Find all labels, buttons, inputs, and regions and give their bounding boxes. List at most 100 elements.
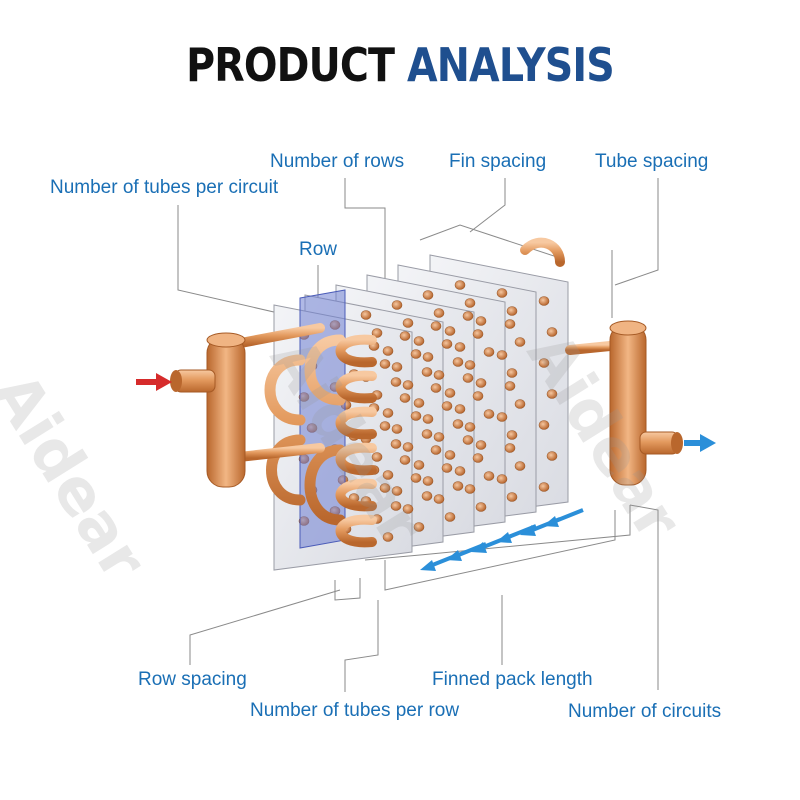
tube-hole: [402, 442, 414, 452]
tube-hole: [506, 306, 518, 316]
tube-hole: [413, 522, 425, 532]
label-row-spacing: Row spacing: [138, 669, 247, 690]
leader-lines: [177, 178, 659, 692]
leader-tubes-per-row: [344, 600, 379, 692]
dim-pack-length-bracket: [384, 510, 616, 591]
title-part2: ANALYSIS: [407, 38, 615, 92]
tube-hole: [390, 377, 402, 387]
left-header-cap: [206, 332, 246, 348]
tube-hole: [391, 486, 403, 496]
u-bend: [335, 370, 377, 404]
tube-hole: [514, 461, 526, 471]
label-tube-spacing: Tube spacing: [595, 151, 709, 172]
tube-hole: [483, 409, 495, 419]
tube-hole: [514, 337, 526, 347]
tube-hole: [430, 321, 442, 331]
leader-row-spacing: [189, 589, 341, 665]
tube-hole: [413, 398, 425, 408]
tube-hole: [430, 445, 442, 455]
blue-arrow-icon: [684, 434, 716, 452]
label-tubes-per-row: Number of tubes per row: [250, 700, 460, 721]
left-header-pipe: [206, 336, 246, 488]
tube-hole: [444, 326, 456, 336]
blue-arrow-icon: [520, 517, 561, 536]
tube-hole: [422, 352, 434, 362]
tube-hole: [430, 383, 442, 393]
tube-hole: [379, 483, 391, 493]
tube-hole: [444, 512, 456, 522]
tube-hole: [475, 316, 487, 326]
tube-hole: [390, 439, 402, 449]
tube-hole: [391, 300, 403, 310]
leader-number-of-circuits: [629, 504, 659, 690]
label-number-of-circuits: Number of circuits: [568, 701, 722, 722]
tube-hole: [382, 408, 394, 418]
tube-hole: [410, 349, 422, 359]
tube-hole: [391, 362, 403, 372]
tube-hole: [454, 404, 466, 414]
leader-tube-spacing: [614, 178, 659, 286]
page-title: PRODUCT ANALYSIS: [56, 38, 744, 92]
tube-hole: [413, 336, 425, 346]
tube-hole: [546, 327, 558, 337]
tube-hole: [475, 502, 487, 512]
tube-hole: [379, 421, 391, 431]
tube-hole: [444, 388, 456, 398]
tube-hole: [452, 419, 464, 429]
tube-hole: [472, 453, 484, 463]
tube-hole: [433, 370, 445, 380]
tube-hole: [422, 414, 434, 424]
tube-hole: [441, 339, 453, 349]
tube-hole: [514, 399, 526, 409]
right-header-assembly: [520, 237, 683, 486]
tube-hole: [472, 329, 484, 339]
outlet-pipe-mouth: [671, 432, 683, 454]
tube-hole: [390, 501, 402, 511]
tube-hole: [538, 420, 550, 430]
tube-holes: [298, 280, 558, 542]
tube-hole: [402, 318, 414, 328]
tube-hole: [538, 358, 550, 368]
airflow-arrows: [420, 508, 584, 571]
tube-hole: [360, 310, 372, 320]
tube-hole: [496, 412, 508, 422]
tube-hole: [382, 532, 394, 542]
u-bend: [335, 478, 377, 512]
tube-hole: [496, 288, 508, 298]
label-row: Row: [299, 239, 338, 260]
tube-hole: [433, 494, 445, 504]
tube-hole: [464, 484, 476, 494]
tube-hole: [402, 504, 414, 514]
tube-hole: [475, 378, 487, 388]
tube-hole: [422, 290, 434, 300]
left-header-assembly: [170, 323, 346, 526]
tube-hole: [496, 350, 508, 360]
tube-hole: [371, 452, 383, 462]
tube-hole: [371, 328, 383, 338]
tube-hole: [504, 381, 516, 391]
tube-hole: [441, 401, 453, 411]
leader-number-of-rows: [344, 178, 386, 280]
tube-hole: [413, 460, 425, 470]
tube-hole: [410, 473, 422, 483]
title-part1: PRODUCT: [186, 38, 395, 92]
tube-hole: [462, 435, 474, 445]
tube-hole: [399, 331, 411, 341]
tube-hole: [483, 471, 495, 481]
tube-hole: [382, 346, 394, 356]
tube-hole: [464, 422, 476, 432]
tube-hole: [454, 466, 466, 476]
right-header-pipe: [609, 324, 647, 486]
tube-hole: [538, 482, 550, 492]
tube-hole: [538, 296, 550, 306]
label-fin-spacing: Fin spacing: [449, 151, 547, 172]
u-bend: [335, 514, 377, 548]
label-number-of-rows: Number of rows: [270, 151, 405, 172]
tube-hole: [546, 451, 558, 461]
tube-hole: [421, 367, 433, 377]
tube-hole: [454, 280, 466, 290]
tube-hole: [475, 440, 487, 450]
tube-hole: [382, 470, 394, 480]
inlet-pipe-mouth: [170, 370, 182, 392]
